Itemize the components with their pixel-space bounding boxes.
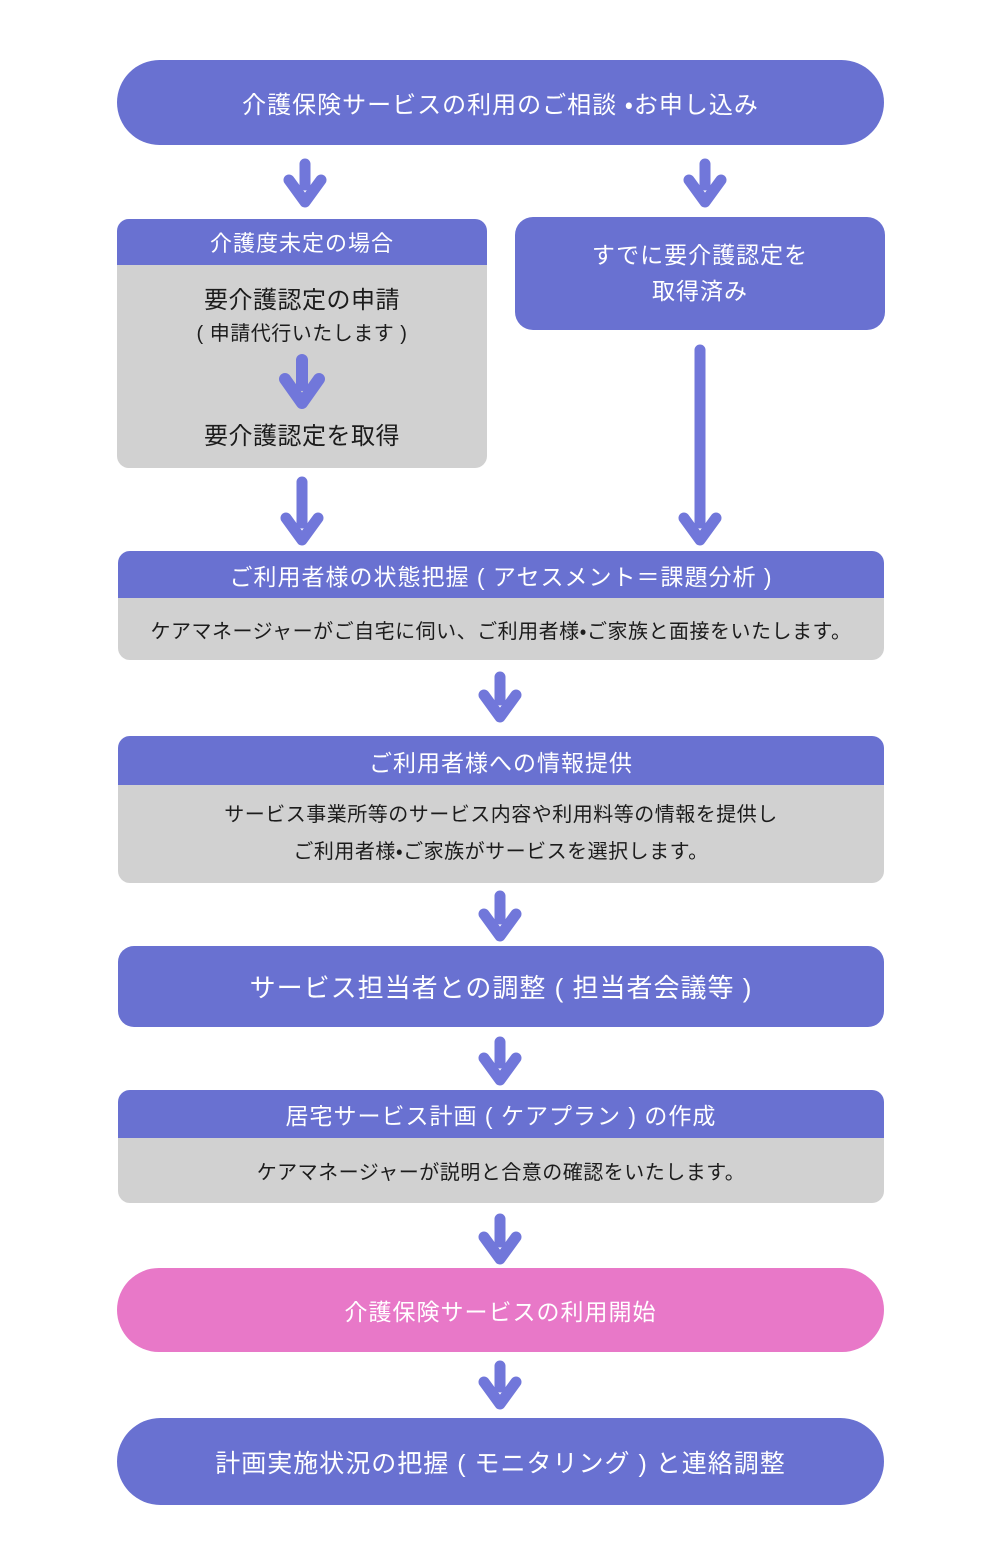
information-node: ご利用者様への情報提供 サービス事業所等のサービス内容や利用料等の情報を提供し … [118,736,884,883]
down-arrow-icon [478,1036,522,1086]
down-arrow-icon [683,158,727,208]
careplan-body: ケアマネージャーが説明と合意の確認をいたします。 [118,1138,884,1203]
assessment-node: ご利用者様の状態把握 ( アセスメント＝課題分析 ) ケアマネージャーがご自宅に… [118,551,884,660]
assessment-description: ケアマネージャーがご自宅に伺い、ご利用者様・ご家族と面接をいたします。 [150,620,852,643]
down-arrow-icon [478,890,522,942]
certification-obtained-label: 要介護認定を取得 [204,423,400,450]
undetermined-care-level-header: 介護度未定の場合 [117,219,487,265]
start-node-label: 介護保険サービスの利用のご相談 ・お申し込み [242,92,759,119]
careplan-title: 居宅サービス計画 ( ケアプラン ) の作成 [285,1103,717,1129]
careplan-header: 居宅サービス計画 ( ケアプラン ) の作成 [118,1090,884,1138]
service-start-label: 介護保険サービスの利用開始 [344,1299,657,1325]
down-arrow-icon [280,476,324,546]
down-arrow-icon [478,1360,522,1410]
monitoring-label: 計画実施状況の把握 ( モニタリング ) と連絡調整 [215,1449,786,1478]
undetermined-care-level-body: 要介護認定の申請 ( 申請代行いたします ) 要介護認定を取得 [117,265,487,468]
already-certified-node: すでに要介護認定を 取得済み [515,217,885,330]
start-node: 介護保険サービスの利用のご相談 ・お申し込み [117,60,884,145]
undetermined-care-level-node: 介護度未定の場合 要介護認定の申請 ( 申請代行いたします ) 要介護認定を取得 [117,219,487,468]
assessment-body: ケアマネージャーがご自宅に伺い、ご利用者様・ご家族と面接をいたします。 [118,598,884,660]
monitoring-node: 計画実施状況の把握 ( モニタリング ) と連絡調整 [117,1418,884,1505]
down-arrow-icon [478,1213,522,1265]
coordination-node: サービス担当者との調整 ( 担当者会議等 ) [118,946,884,1027]
certification-apply-label: 要介護認定の申請 [204,287,400,314]
coordination-label: サービス担当者との調整 ( 担当者会議等 ) [249,973,753,1003]
already-certified-line2: 取得済み [652,277,748,304]
down-arrow-icon [283,158,327,208]
apply-agency-note: ( 申請代行いたします ) [196,323,408,345]
undetermined-care-level-title: 介護度未定の場合 [209,231,394,256]
information-body: サービス事業所等のサービス内容や利用料等の情報を提供し ご利用者様・ご家族がサー… [118,785,884,883]
down-arrow-icon [478,671,522,723]
information-header: ご利用者様への情報提供 [118,736,884,785]
down-arrow-icon [279,354,325,409]
information-title: ご利用者様への情報提供 [369,749,633,776]
information-description-line1: サービス事業所等のサービス内容や利用料等の情報を提供し [224,804,778,826]
down-arrow-icon [678,344,722,546]
assessment-header: ご利用者様の状態把握 ( アセスメント＝課題分析 ) [118,551,884,598]
careplan-description: ケアマネージャーが説明と合意の確認をいたします。 [256,1162,746,1184]
assessment-title: ご利用者様の状態把握 ( アセスメント＝課題分析 ) [229,563,773,590]
already-certified-line1: すでに要介護認定を [591,241,809,268]
careplan-node: 居宅サービス計画 ( ケアプラン ) の作成 ケアマネージャーが説明と合意の確認… [118,1090,884,1203]
information-description-line2: ご利用者様・ご家族がサービスを選択します。 [293,841,709,863]
service-start-node: 介護保険サービスの利用開始 [117,1268,884,1352]
